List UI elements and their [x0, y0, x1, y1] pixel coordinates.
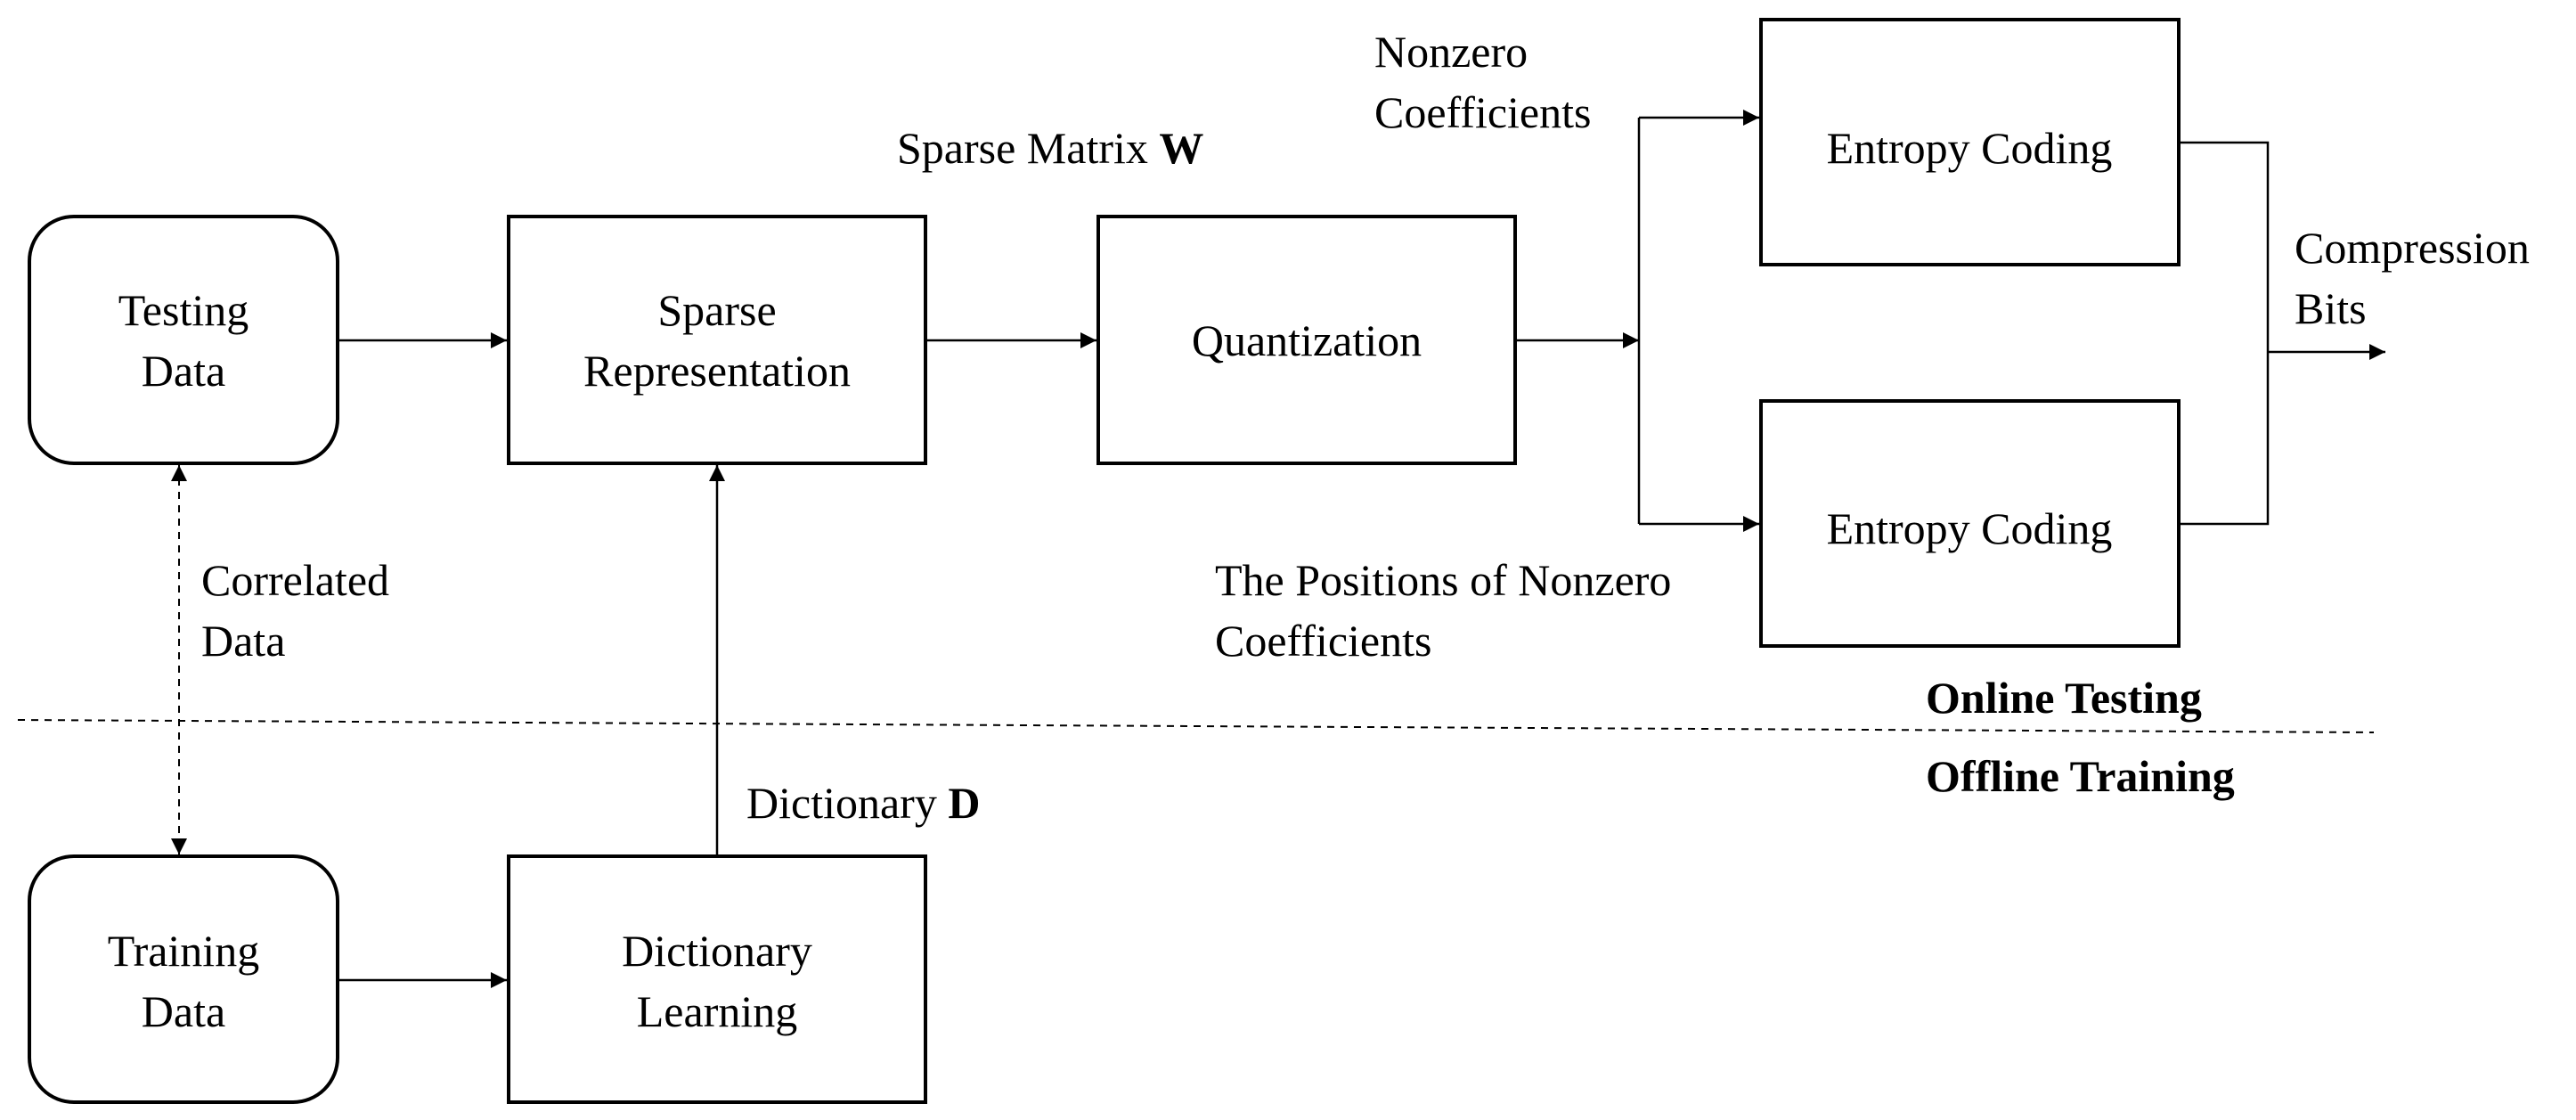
node-entropy-coding-top-label: Entropy Coding	[1827, 123, 2113, 173]
label-positions-line2: Coefficients	[1215, 616, 1431, 666]
node-sparse-representation-line1: Sparse	[657, 285, 776, 335]
label-sparse-matrix: Sparse Matrix W	[897, 123, 1203, 173]
label-positions-line1: The Positions of Nonzero	[1215, 555, 1671, 605]
merge-line	[2181, 141, 2270, 526]
label-nonzero-line2: Coefficients	[1374, 87, 1591, 137]
label-correlated-line2: Data	[201, 616, 285, 666]
region-divider	[17, 719, 2375, 733]
node-training-data-line1: Training	[108, 926, 259, 976]
label-nonzero-line1: Nonzero	[1374, 27, 1528, 77]
label-dictionary-text: Dictionary	[746, 778, 948, 828]
label-dictionary-symbol: D	[948, 778, 980, 828]
label-compression-line2: Bits	[2295, 283, 2367, 333]
node-testing-data: Testing Data	[28, 215, 339, 465]
label-sparse-matrix-symbol: W	[1159, 123, 1203, 173]
node-testing-data-line1: Testing	[118, 285, 249, 335]
node-training-data-line2: Data	[142, 986, 225, 1036]
node-entropy-coding-top: Entropy Coding	[1759, 18, 2181, 266]
node-quantization: Quantization	[1096, 215, 1517, 465]
region-label-online: Online Testing	[1926, 673, 2202, 723]
node-entropy-coding-bottom-label: Entropy Coding	[1827, 503, 2113, 553]
node-sparse-representation-line2: Representation	[583, 346, 851, 396]
label-dictionary: Dictionary D	[746, 778, 980, 828]
node-entropy-coding-bottom: Entropy Coding	[1759, 399, 2181, 648]
region-label-offline: Offline Training	[1926, 751, 2235, 801]
node-dictionary-learning-line2: Learning	[637, 986, 797, 1036]
label-correlated-line1: Correlated	[201, 555, 389, 605]
node-dictionary-learning: Dictionary Learning	[507, 854, 927, 1104]
node-training-data: Training Data	[28, 854, 339, 1104]
node-quantization-label: Quantization	[1192, 315, 1422, 365]
node-testing-data-line2: Data	[142, 346, 225, 396]
label-sparse-matrix-text: Sparse Matrix	[897, 123, 1159, 173]
label-compression-line1: Compression	[2295, 223, 2530, 273]
node-dictionary-learning-line1: Dictionary	[622, 926, 812, 976]
node-sparse-representation: Sparse Representation	[507, 215, 927, 465]
